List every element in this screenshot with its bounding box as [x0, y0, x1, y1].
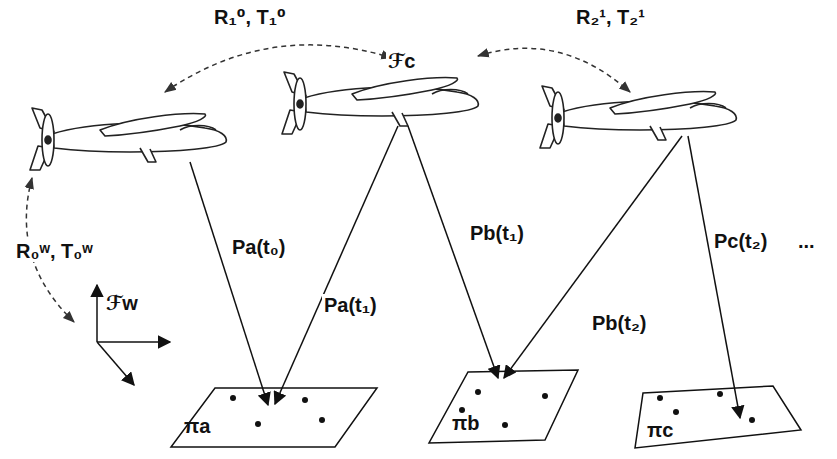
plane-label: πa: [184, 415, 210, 437]
plane-outline: [171, 388, 377, 447]
plane-label: πb: [452, 412, 480, 434]
image-plane: πa: [170, 385, 378, 449]
plane-outline: [635, 386, 801, 448]
plane-outline: [633, 385, 803, 451]
frame-label: ℱw: [104, 292, 140, 314]
frame-label: ℱc: [386, 50, 417, 72]
transform-arrows: [26, 45, 630, 322]
transform-label: R₁⁰, T₁⁰: [212, 6, 288, 28]
plane-label: πc: [647, 419, 673, 441]
ray-label: Pa(t₁): [322, 294, 379, 316]
feature-points: [230, 389, 755, 428]
transform-label: R₂¹, T₂¹: [574, 6, 647, 28]
world-frame-axes: [97, 285, 170, 385]
plane-outline: [428, 368, 580, 446]
ellipsis-label: ...: [796, 230, 817, 252]
transform-label: R₀ʷ, T₀ʷ: [14, 240, 95, 262]
ray-label: Pb(t₂): [590, 312, 648, 334]
ray-arrows: [190, 126, 740, 418]
plane-outline: [429, 370, 578, 443]
image-plane: πc: [633, 385, 803, 451]
ray-label: Pc(t₂): [712, 230, 769, 252]
ray-label: Pa(t₀): [230, 236, 287, 258]
uav-figure: [30, 72, 736, 170]
image-plane: πb: [428, 368, 580, 446]
ray-label: Pb(t₁): [468, 222, 526, 244]
